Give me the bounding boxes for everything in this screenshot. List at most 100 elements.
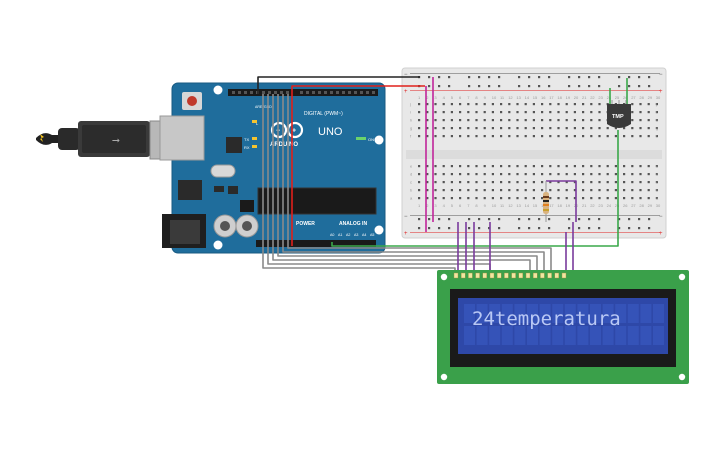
column-number: 19 bbox=[566, 203, 571, 208]
column-number: 12 bbox=[508, 95, 513, 100]
lcd-cell bbox=[501, 304, 513, 323]
lcd-module[interactable]: 24temperatura bbox=[437, 270, 689, 384]
row-letter: d bbox=[410, 172, 412, 177]
lcd-pin bbox=[525, 272, 531, 279]
row-letter: b bbox=[410, 188, 413, 193]
row-letter: h bbox=[656, 118, 658, 123]
lcd-cell bbox=[501, 326, 513, 345]
column-number: 23 bbox=[598, 203, 603, 208]
arduino-brand: ARDUINO bbox=[270, 142, 298, 148]
lcd-pin bbox=[540, 272, 545, 279]
lcd-cell bbox=[615, 304, 627, 323]
wire-gnd-black bbox=[257, 76, 420, 94]
lcd-pin bbox=[468, 272, 473, 279]
lcd-cell bbox=[476, 326, 488, 345]
analog-pin-a5: A5 bbox=[370, 233, 374, 237]
lcd-cell bbox=[640, 304, 652, 323]
wire-digital-4 bbox=[277, 94, 538, 278]
digital-header-label: DIGITAL (PWM~) bbox=[304, 111, 343, 117]
resistor[interactable] bbox=[543, 181, 549, 222]
wire-5v-red bbox=[291, 85, 425, 246]
column-number: 7 bbox=[467, 203, 470, 208]
column-number: 10 bbox=[492, 95, 497, 100]
lcd-pin bbox=[554, 272, 559, 279]
row-letter: a bbox=[410, 196, 413, 201]
column-number: 6 bbox=[459, 203, 462, 208]
column-number: 18 bbox=[557, 203, 562, 208]
column-number: 11 bbox=[500, 203, 505, 208]
column-number: 12 bbox=[508, 203, 513, 208]
column-number: 28 bbox=[639, 95, 644, 100]
lcd-pin-header[interactable] bbox=[453, 272, 567, 279]
lcd-cell bbox=[539, 304, 551, 323]
row-letter: j bbox=[409, 102, 411, 107]
column-number: 7 bbox=[467, 95, 470, 100]
row-letter: g bbox=[410, 126, 412, 131]
lcd-pin bbox=[547, 272, 552, 279]
svg-text:−: − bbox=[404, 72, 408, 78]
sensor-label: TMP bbox=[612, 114, 624, 120]
power-label: POWER bbox=[296, 221, 315, 227]
temperature-sensor[interactable]: TMP bbox=[607, 100, 631, 128]
column-number: 9 bbox=[484, 95, 487, 100]
svg-text:+: + bbox=[292, 128, 296, 135]
lcd-cell bbox=[627, 326, 639, 345]
lcd-cell bbox=[627, 304, 639, 323]
column-number: 14 bbox=[525, 95, 530, 100]
analog-label: ANALOG IN bbox=[339, 221, 367, 227]
column-number: 15 bbox=[533, 203, 538, 208]
svg-text:+: + bbox=[404, 231, 408, 237]
lcd-pin bbox=[453, 272, 459, 279]
column-number: 24 bbox=[607, 203, 612, 208]
column-number: 26 bbox=[623, 203, 628, 208]
lcd-cell bbox=[602, 326, 614, 345]
svg-text:+: + bbox=[404, 89, 408, 95]
analog-pin-a3: A3 bbox=[354, 233, 358, 237]
row-letter: a bbox=[656, 196, 659, 201]
column-number: 21 bbox=[582, 203, 587, 208]
row-letter: b bbox=[656, 188, 659, 193]
column-number: 27 bbox=[631, 95, 636, 100]
column-number: 2 bbox=[426, 203, 429, 208]
row-letter: i bbox=[410, 110, 411, 115]
row-letter: g bbox=[656, 126, 658, 131]
row-letter: c bbox=[410, 180, 412, 185]
wire-digital-5 bbox=[282, 94, 545, 278]
column-number: 21 bbox=[582, 95, 587, 100]
lcd-cell bbox=[489, 326, 501, 345]
lcd-cell bbox=[527, 304, 538, 323]
column-number: 1 bbox=[418, 203, 421, 208]
lcd-pin bbox=[497, 272, 502, 279]
lcd-cell bbox=[476, 304, 488, 323]
lcd-cell bbox=[514, 304, 526, 323]
lcd-cell bbox=[464, 304, 475, 323]
row-letter: c bbox=[656, 180, 658, 185]
breadboard[interactable]: − + − + − + − + 112233445566778899101011… bbox=[401, 67, 667, 239]
lcd-cell bbox=[564, 326, 576, 345]
lcd-pin bbox=[518, 272, 523, 279]
column-number: 27 bbox=[631, 203, 636, 208]
lcd-cell bbox=[552, 326, 564, 345]
lcd-display-text: 24temperatura bbox=[472, 308, 621, 330]
lcd-cell bbox=[653, 326, 664, 345]
column-number: 9 bbox=[484, 203, 487, 208]
lcd-cell bbox=[590, 326, 601, 345]
lcd-cell bbox=[539, 326, 551, 345]
column-number: 19 bbox=[566, 95, 571, 100]
column-number: 22 bbox=[590, 203, 595, 208]
l-label: L bbox=[256, 121, 259, 126]
breadboard-column-numbers: 1122334455667788991010111112121313141415… bbox=[418, 95, 661, 208]
lcd-pin bbox=[504, 272, 509, 279]
column-number: 3 bbox=[434, 95, 437, 100]
column-number: 4 bbox=[443, 95, 446, 100]
svg-text:−: − bbox=[404, 214, 408, 220]
column-number: 11 bbox=[500, 95, 505, 100]
lcd-pin bbox=[561, 272, 567, 279]
column-number: 17 bbox=[549, 95, 554, 100]
wire-sensor-green bbox=[331, 130, 619, 247]
column-number: 20 bbox=[574, 95, 579, 100]
column-number: 30 bbox=[656, 203, 661, 208]
lcd-cell bbox=[577, 326, 589, 345]
lcd-pin bbox=[511, 272, 516, 279]
svg-text:−: − bbox=[659, 214, 663, 220]
